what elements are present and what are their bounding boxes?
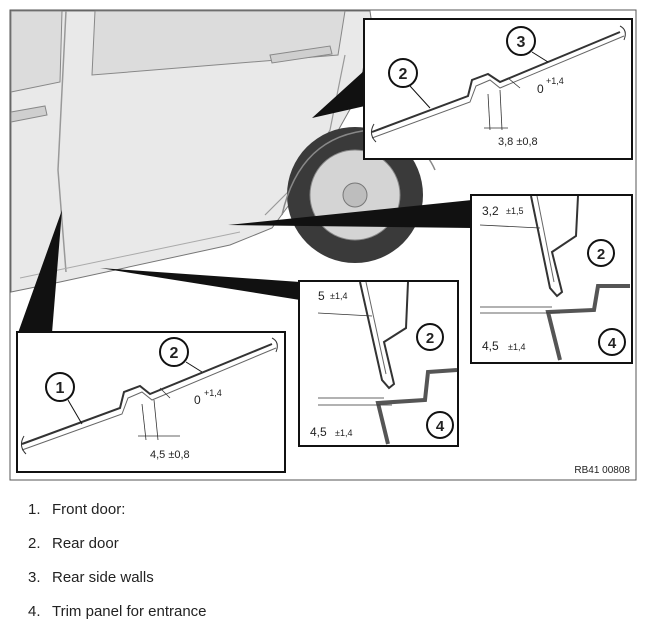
pointer-middle-detail — [100, 268, 300, 300]
callout-2-label-right: 2 — [597, 246, 605, 263]
callout-3-label: 3 — [517, 34, 526, 51]
rear-door-handle — [269, 45, 333, 64]
detail-right: 2 4 3,2 ±1,5 4,5 ±1,4 — [470, 194, 633, 364]
figure-reference-code: RB41 00808 — [574, 465, 630, 476]
pointer-right-detail — [228, 200, 472, 228]
dim-line-top-b — [499, 89, 503, 131]
callout-2-label-middle: 2 — [426, 330, 434, 347]
rear-door-profile-right — [530, 195, 579, 298]
callout-2-circle-middle — [416, 323, 444, 351]
callout-2-leader-top — [409, 85, 431, 109]
callout-4-circle-middle — [426, 411, 454, 439]
flush-marker-bl — [159, 387, 171, 399]
callout-2-circle-top — [388, 58, 418, 88]
gap-top-dimension: 3,8 ±0,8 — [498, 136, 538, 148]
callout-1-leader — [67, 399, 83, 425]
flush-marker-top — [507, 77, 521, 89]
door-seam-front — [57, 10, 67, 273]
rear-door-edge-top — [371, 31, 621, 133]
pointer-top-detail — [312, 70, 365, 118]
flush-top-base: 0 — [537, 82, 544, 96]
detail-middle: 2 4 5 ±1,4 4,5 ±1,4 — [298, 280, 459, 447]
callout-2-circle-right — [587, 239, 615, 267]
rear-door-edge-bottom — [21, 347, 277, 451]
callout-2-label-bl: 2 — [170, 345, 179, 362]
dim-line-bl-b — [153, 399, 159, 441]
legend-number: 3. — [28, 569, 41, 586]
middle-top-dim-base: 5 — [318, 289, 325, 303]
dim-line-bl-a — [141, 403, 147, 441]
legend-label: Rear side walls — [52, 569, 154, 586]
flush-bl-tol: +1,4 — [204, 388, 222, 398]
dim-ext-middle-1 — [317, 312, 373, 317]
rear-door-profile-middle — [359, 281, 409, 390]
callout-1-circle — [45, 372, 75, 402]
callout-2-circle-bl — [159, 337, 189, 367]
edge-cap-left-bottom — [20, 435, 27, 455]
right-bottom-dim-tol: ±1,4 — [508, 342, 525, 352]
side-wall-edge-top — [371, 35, 625, 139]
trim-panel-profile-middle — [375, 368, 458, 445]
right-top-dim-base: 3,2 — [482, 204, 499, 218]
middle-bottom-dim-tol: ±1,4 — [335, 428, 352, 438]
pointer-left-detail — [18, 210, 62, 333]
legend-list: 1. Front door: 2. Rear door 3. Rear side wa… — [28, 500, 207, 636]
legend-label: Rear door — [52, 535, 119, 552]
front-door-edge — [21, 343, 273, 445]
legend-item: 1. Front door: — [28, 500, 207, 534]
trim-panel-profile-right — [545, 284, 630, 361]
flush-bl-base: 0 — [194, 393, 201, 407]
callout-1-label: 1 — [56, 380, 65, 397]
callout-3-circle — [506, 26, 536, 56]
front-window — [10, 10, 63, 93]
right-bottom-dim-base: 4,5 — [482, 339, 499, 353]
dim-line-top-a — [487, 93, 491, 131]
callout-4-label-right: 4 — [608, 335, 617, 352]
legend-number: 2. — [28, 535, 41, 552]
callout-4-label-middle: 4 — [436, 418, 445, 435]
technical-diagram: 3 2 0 +1,4 3,8 ±0,8 2 4 3,2 ±1,5 4,5 ±1,… — [9, 9, 637, 481]
legend-item: 3. Rear side walls — [28, 568, 207, 602]
gap-bl-dimension: 4,5 ±0,8 — [150, 449, 190, 461]
callout-4-circle-right — [598, 328, 626, 356]
callout-2-label-top: 2 — [399, 66, 408, 83]
legend-item: 2. Rear door — [28, 534, 207, 568]
edge-cap-right-top — [619, 25, 626, 41]
rear-wheel-hub — [342, 182, 368, 208]
rear-door-inner-middle — [365, 281, 387, 375]
edge-cap-right-bottom — [271, 337, 278, 353]
legend-number: 4. — [28, 603, 41, 620]
middle-top-dim-tol: ±1,4 — [330, 291, 347, 301]
detail-top-frame — [363, 18, 633, 160]
detail-bottom-left: 1 2 0 +1,4 4,5 ±0,8 — [16, 331, 286, 473]
legend-number: 1. — [28, 501, 41, 518]
legend-label: Trim panel for entrance — [52, 603, 207, 620]
right-top-dim-tol: ±1,5 — [506, 206, 523, 216]
legend-item: 4. Trim panel for entrance — [28, 602, 207, 636]
detail-top: 3 2 0 +1,4 3,8 ±0,8 — [363, 18, 633, 160]
dim-ext-right-1 — [479, 224, 541, 229]
front-door-handle — [10, 105, 48, 123]
legend-label: Front door: — [52, 501, 126, 518]
edge-cap-left-top — [370, 123, 377, 143]
callout-2-leader-bl — [185, 361, 203, 373]
detail-bottom-left-frame — [16, 331, 286, 473]
callout-3-leader — [531, 51, 549, 63]
middle-bottom-dim-base: 4,5 — [310, 425, 327, 439]
flush-top-tol: +1,4 — [546, 76, 564, 86]
rear-door-inner-right — [536, 195, 555, 283]
